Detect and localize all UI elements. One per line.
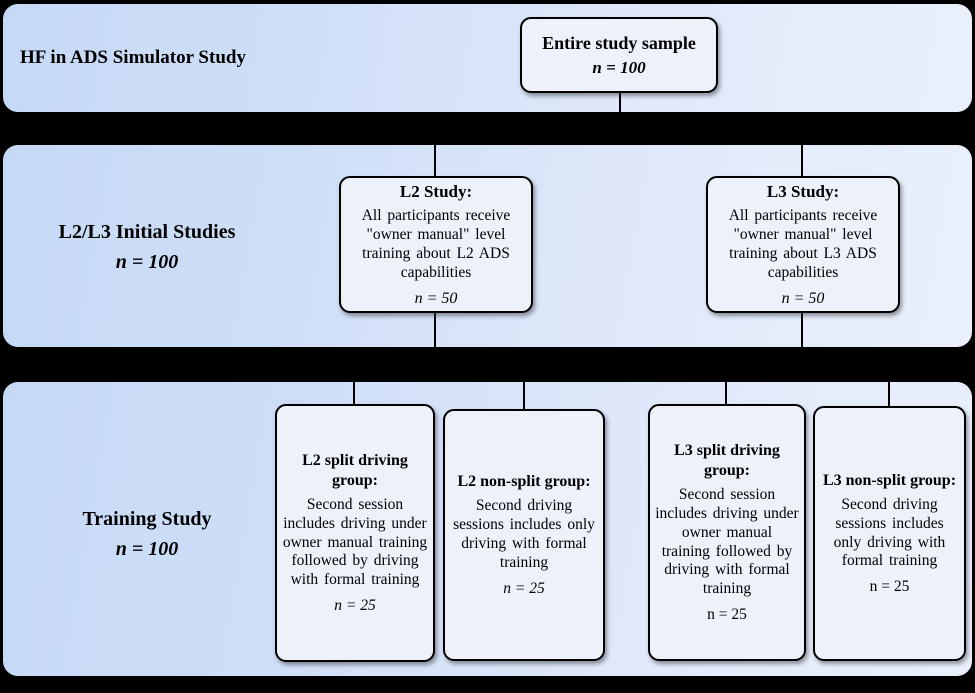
connector-line — [434, 145, 436, 176]
box-body: All participants receive "owner manual" … — [361, 207, 511, 282]
box-body: Second session includes driving under ow… — [282, 495, 428, 589]
box-title: L2 split driving group: — [302, 451, 408, 489]
box-n: n = 25 — [707, 606, 747, 624]
row2-label: L2/L3 Initial Studies n = 100 — [27, 217, 267, 277]
box-body: Second session includes driving under ow… — [655, 485, 799, 598]
box-title: L3 Study: — [766, 182, 840, 202]
box-title: Entire study sample — [542, 32, 696, 53]
connector-line — [523, 382, 525, 410]
box-title: L2 non-split group: — [457, 473, 591, 491]
band-overall-study — [3, 4, 972, 112]
row2-n: n = 100 — [115, 251, 179, 273]
l3-study-box: L3 Study: All participants receive "owne… — [706, 176, 900, 313]
box-body: All participants receive "owner manual" … — [728, 207, 878, 282]
connector-line — [801, 311, 803, 347]
box-n: n = 50 — [781, 289, 825, 307]
box-body: Second driving sessions includes only dr… — [453, 497, 595, 571]
row3-label: Training Study n = 100 — [27, 504, 267, 564]
row2-label-text: L2/L3 Initial Studies — [58, 221, 236, 243]
connector-line — [434, 311, 436, 347]
box-n: n = 25 — [503, 579, 545, 597]
connector-line — [725, 382, 727, 405]
l2-split-group-box: L2 split driving group: Second session i… — [275, 404, 435, 662]
connector-line — [619, 93, 621, 112]
l2-study-box: L2 Study: All participants receive "owne… — [339, 176, 533, 313]
row3-label-text: Training Study — [82, 508, 212, 530]
box-title: L3 non-split group: — [822, 471, 957, 489]
connector-line — [888, 382, 890, 407]
figure-title: HF in ADS Simulator Study — [20, 47, 246, 68]
entire-sample-box: Entire study sample n = 100 — [520, 17, 718, 93]
box-n: n = 100 — [592, 58, 646, 78]
l2-nonsplit-group-box: L2 non-split group: Second driving sessi… — [443, 409, 605, 661]
box-title: L2 Study: — [399, 182, 473, 202]
row3-n: n = 100 — [115, 538, 179, 560]
box-body: Second driving sessions includes only dr… — [833, 495, 946, 570]
box-n: n = 50 — [414, 289, 458, 307]
box-n: n = 25 — [334, 597, 376, 615]
l3-split-group-box: L3 split driving group: Second session i… — [648, 404, 806, 661]
l3-nonsplit-group-box: L3 non-split group: Second driving sessi… — [813, 406, 966, 661]
connector-line — [353, 382, 355, 405]
box-n: n = 25 — [869, 578, 910, 596]
connector-line — [801, 145, 803, 176]
box-title: L3 split driving group: — [674, 441, 780, 479]
